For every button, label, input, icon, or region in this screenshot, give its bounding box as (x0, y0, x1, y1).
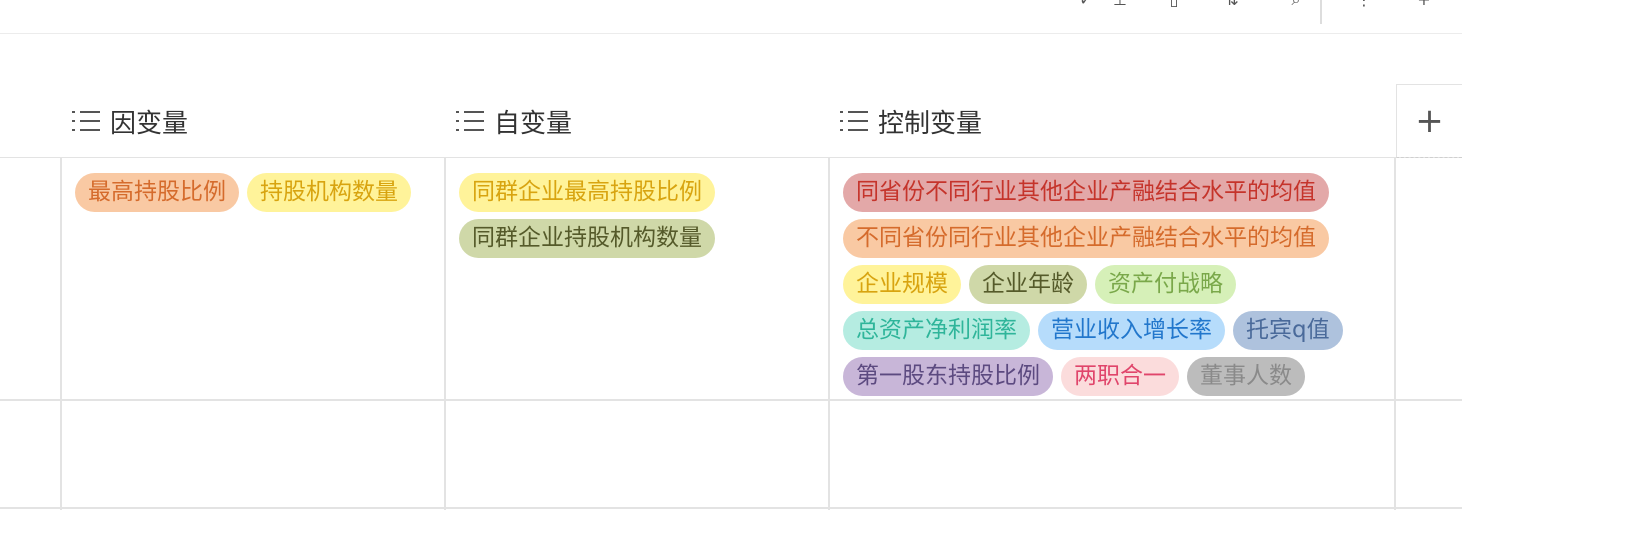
row-height-icon[interactable]: ⇅ (1220, 0, 1244, 8)
multi-select-field-icon (72, 108, 102, 134)
column-header-label: 控制变量 (878, 108, 983, 139)
table-cell[interactable] (446, 401, 828, 507)
column-header-independent[interactable]: 自变量 (446, 84, 830, 158)
header-row: 因变量 自变量 控制变量 (0, 84, 1462, 158)
tag-chip[interactable]: 第一股东持股比例 (843, 357, 1053, 396)
column-divider (1394, 158, 1396, 510)
column-divider (828, 158, 830, 510)
toolbar: ✓ ⊥ ▯ ⇅ ⌕ ⋮ + (0, 0, 1462, 34)
search-icon[interactable]: ⌕ (1284, 0, 1308, 8)
group-icon[interactable]: ▯ (1162, 0, 1186, 8)
column-header-label: 因变量 (110, 108, 189, 139)
tag-chip[interactable]: 总资产净利润率 (843, 311, 1030, 350)
table-cell[interactable] (830, 401, 1394, 507)
toolbar-divider (1320, 0, 1322, 24)
table-cell[interactable]: 同群企业最高持股比例同群企业持股机构数量 (446, 159, 828, 399)
tag-chip[interactable]: 两职合一 (1061, 357, 1179, 396)
tag-chip[interactable]: 企业年龄 (969, 265, 1087, 304)
column-header-dependent[interactable]: 因变量 (62, 84, 446, 158)
multi-select-field-icon (840, 108, 870, 134)
multi-select-field-icon (456, 108, 486, 134)
add-icon[interactable]: + (1412, 0, 1436, 8)
tag-chip[interactable]: 持股机构数量 (247, 173, 411, 212)
add-column-button[interactable]: + (1396, 84, 1462, 158)
table-cell[interactable]: 同省份不同行业其他企业产融结合水平的均值不同省份同行业其他企业产融结合水平的均值… (830, 159, 1394, 399)
column-header-control[interactable]: 控制变量 (830, 84, 1396, 158)
row-divider (0, 399, 1462, 401)
column-divider (444, 158, 446, 510)
tag-chip[interactable]: 最高持股比例 (75, 173, 239, 212)
tag-chip[interactable]: 不同省份同行业其他企业产融结合水平的均值 (843, 219, 1329, 258)
tag-chip[interactable]: 企业规模 (843, 265, 961, 304)
column-divider (60, 158, 62, 510)
sort-icon[interactable]: ⊥ (1108, 0, 1132, 8)
table-cell[interactable]: 最高持股比例持股机构数量 (62, 159, 444, 399)
more-icon[interactable]: ⋮ (1352, 0, 1376, 8)
tag-chip[interactable]: 营业收入增长率 (1038, 311, 1225, 350)
tag-chip[interactable]: 董事人数 (1187, 357, 1305, 396)
tag-chip[interactable]: 托宾q值 (1233, 311, 1343, 350)
column-header-label: 自变量 (494, 108, 573, 139)
filter-icon[interactable]: ✓ (1074, 0, 1098, 8)
table-cell[interactable] (62, 401, 444, 507)
tag-chip[interactable]: 同群企业最高持股比例 (459, 173, 715, 212)
tag-chip[interactable]: 同省份不同行业其他企业产融结合水平的均值 (843, 173, 1329, 212)
row-divider (0, 507, 1462, 509)
tag-chip[interactable]: 资产付战略 (1095, 265, 1236, 304)
tag-chip[interactable]: 同群企业持股机构数量 (459, 219, 715, 258)
